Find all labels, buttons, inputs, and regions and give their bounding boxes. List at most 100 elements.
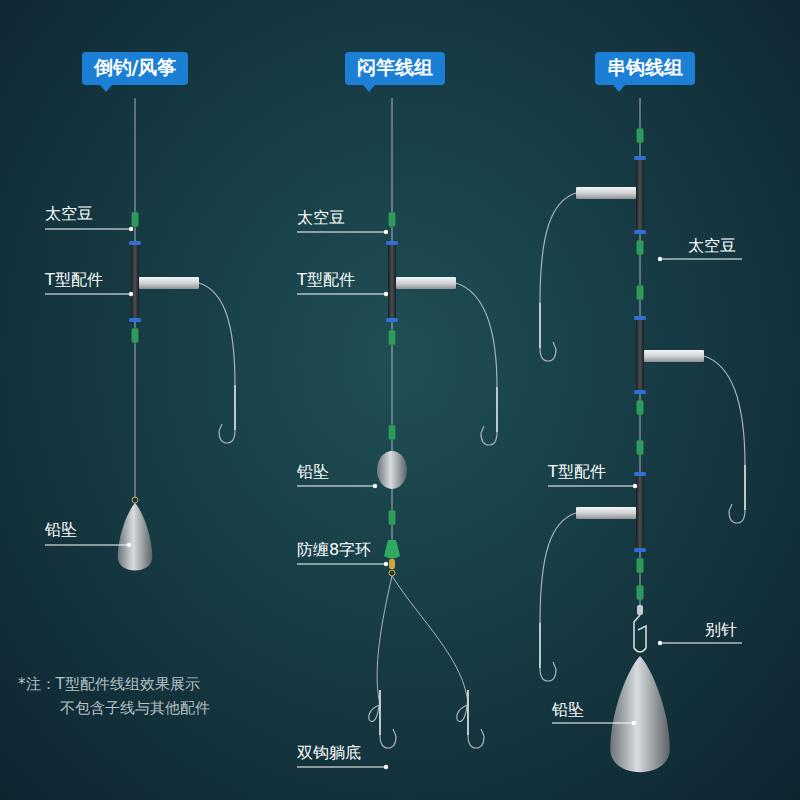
leader-line: [297, 486, 374, 487]
t-connector-tube: [636, 318, 644, 392]
hook-shank: [234, 385, 236, 430]
hook: [540, 193, 576, 361]
space-bead: [389, 330, 396, 345]
leader-dot: [384, 230, 388, 234]
part-label: T型配件: [45, 270, 103, 290]
stopper-ring: [634, 156, 646, 160]
space-bead: [637, 558, 644, 573]
hook: [369, 690, 396, 748]
hook: [540, 513, 576, 681]
title-badge: 串钩线组: [595, 52, 695, 85]
leader-line: [45, 294, 130, 295]
leader-dot: [633, 484, 637, 488]
stopper-ring: [129, 241, 141, 245]
t-connector-arm: [139, 277, 199, 289]
leader-line: [660, 643, 742, 644]
leader-line: [45, 229, 130, 230]
note-text: 不包含子线与其他配件: [60, 698, 210, 718]
leader-dot: [384, 765, 388, 769]
leader-dot: [129, 292, 133, 296]
t-connector-tube: [131, 243, 139, 320]
leader-dot: [384, 562, 388, 566]
part-label: 铅坠: [297, 462, 329, 482]
stopper-ring: [129, 318, 141, 322]
stopper-ring: [386, 318, 398, 322]
swivel: [637, 605, 643, 615]
leader-dot: [129, 227, 133, 231]
stopper-ring: [634, 390, 646, 394]
snap-clip: [634, 615, 646, 652]
leader-dot: [632, 721, 636, 725]
space-bead: [637, 128, 644, 143]
leader-line: [297, 232, 385, 233]
fishing-line: [392, 576, 468, 705]
t-connector-tube: [388, 243, 396, 320]
leader-dot: [658, 641, 662, 645]
part-label: 双钩躺底: [297, 743, 361, 763]
leader-dot: [373, 484, 377, 488]
space-bead: [389, 425, 396, 440]
hook: [199, 283, 235, 443]
hook-shank: [496, 387, 498, 432]
t-connector-arm: [396, 277, 456, 289]
leader-dot: [127, 543, 131, 547]
space-bead: [637, 440, 644, 455]
space-bead: [132, 328, 139, 343]
part-label: 铅坠: [45, 520, 77, 540]
space-bead: [637, 240, 644, 255]
t-connector-arm: [644, 350, 704, 362]
hook-shank: [539, 303, 541, 348]
title-badge: 倒钓/风筝: [82, 52, 189, 85]
part-label: 防缠8字环: [297, 540, 371, 560]
hook: [457, 690, 484, 748]
ring: [132, 497, 138, 503]
space-bead: [637, 400, 644, 415]
leader-dot: [658, 257, 662, 261]
leader-line: [660, 259, 742, 260]
swivel-ring: [389, 570, 395, 576]
t-connector-tube: [636, 158, 644, 232]
stopper-ring: [634, 230, 646, 234]
hook-shank: [539, 623, 541, 668]
space-bead: [389, 510, 396, 525]
swivel: [389, 559, 395, 569]
title-text: 倒钓/风筝: [94, 56, 177, 78]
leader-line: [548, 486, 635, 487]
hook: [704, 356, 745, 523]
part-label: T型配件: [548, 462, 606, 482]
space-bead: [637, 585, 644, 600]
title-text: 闷竿线组: [357, 56, 433, 78]
leader-dot: [384, 292, 388, 296]
space-bead: [637, 285, 644, 300]
space-bead: [389, 212, 396, 227]
leader-line: [45, 545, 128, 546]
stopper-ring: [634, 548, 646, 552]
hook: [456, 283, 497, 445]
part-label: 铅坠: [552, 700, 584, 720]
t-connector-arm: [576, 187, 636, 199]
title-text: 串钩线组: [607, 56, 683, 78]
stopper-ring: [634, 316, 646, 320]
anti-tangle-sleeve: [384, 540, 400, 559]
hook-shank: [467, 690, 469, 735]
oval-sinker: [377, 451, 407, 489]
leader-line: [552, 723, 634, 724]
note-text: *注：T型配件线组效果展示: [18, 674, 200, 694]
leader-line: [297, 564, 385, 565]
title-badge: 闷竿线组: [345, 52, 445, 85]
part-label: 太空豆: [45, 204, 93, 224]
hook-shank: [379, 690, 381, 735]
hook-shank: [744, 465, 746, 510]
part-label: 别针: [705, 620, 737, 640]
fishing-line: [377, 576, 392, 705]
lead-sinker: [118, 503, 153, 571]
part-label: T型配件: [297, 270, 355, 290]
t-connector-arm: [576, 507, 636, 519]
part-label: 太空豆: [297, 208, 345, 228]
lead-sinker: [610, 656, 670, 772]
leader-line: [297, 294, 385, 295]
stopper-ring: [634, 472, 646, 476]
part-label: 太空豆: [688, 236, 736, 256]
t-connector-tube: [636, 474, 644, 550]
